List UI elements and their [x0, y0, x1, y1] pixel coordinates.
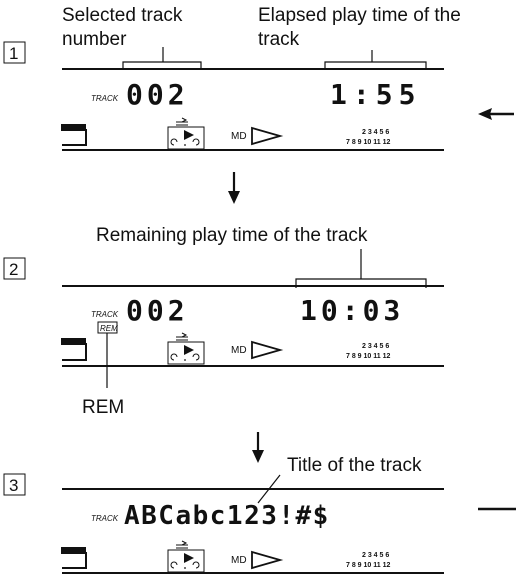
track-label: TRACK — [91, 310, 119, 319]
arrow-left-icon — [478, 108, 492, 120]
track-number: 002 — [126, 78, 189, 111]
play-triangle-icon — [251, 126, 284, 146]
track-grid-row1: 2 3 4 5 6 — [362, 552, 389, 559]
track-grid-row2: 7 8 9 10 11 12 — [346, 353, 390, 360]
step-2: Remaining play time of the track 2 TRACK… — [3, 225, 444, 418]
track-grid-row2: 7 8 9 10 11 12 — [346, 139, 390, 146]
remaining-time: 10:03 — [300, 294, 404, 327]
md-label: MD — [231, 131, 247, 142]
repeat-play-icon — [167, 117, 205, 150]
step-3-box — [3, 473, 26, 496]
disc-symbol-icon — [62, 547, 86, 553]
disc-symbol-icon — [62, 124, 86, 130]
md-label: MD — [231, 345, 247, 356]
rem-indicator: REM — [100, 324, 118, 333]
step-3: Title of the track 3 TRACK ABCabc123!#$ … — [3, 455, 516, 574]
repeat-play-icon — [167, 540, 205, 573]
step-2-number: 2 — [9, 260, 18, 279]
arrow-down-icon — [252, 450, 264, 463]
step-2-box — [3, 257, 26, 280]
callout-elapsed-line2: track — [258, 29, 300, 50]
play-triangle-icon — [251, 340, 284, 360]
track-grid-row1: 2 3 4 5 6 — [362, 129, 389, 136]
step-1-box — [3, 41, 26, 64]
bracket — [324, 61, 427, 70]
track-title: ABCabc123!#$ — [124, 501, 330, 531]
arrow-down-icon — [228, 191, 240, 204]
track-grid-row2: 7 8 9 10 11 12 — [346, 562, 390, 569]
callout-selected-track-line1: Selected track — [62, 5, 183, 26]
bracket — [122, 61, 202, 70]
callout-rem: REM — [82, 397, 124, 418]
callout-elapsed-line1: Elapsed play time of the — [258, 5, 461, 26]
bracket — [295, 278, 427, 288]
step-1: 1 Selected track number Elapsed play tim… — [3, 5, 514, 151]
callout-remaining: Remaining play time of the track — [96, 225, 368, 246]
track-grid-row1: 2 3 4 5 6 — [362, 343, 389, 350]
callout-selected-track-line2: number — [62, 29, 127, 50]
step-3-number: 3 — [9, 476, 18, 495]
elapsed-time: 1:55 — [330, 78, 421, 111]
track-number: 002 — [126, 294, 189, 327]
disc-symbol-icon — [62, 338, 86, 344]
repeat-play-icon — [167, 332, 205, 365]
track-label: TRACK — [91, 94, 119, 103]
play-triangle-icon — [251, 550, 284, 570]
step-1-number: 1 — [9, 44, 18, 63]
track-label: TRACK — [91, 514, 119, 523]
callout-title: Title of the track — [287, 455, 422, 476]
md-label: MD — [231, 555, 247, 566]
